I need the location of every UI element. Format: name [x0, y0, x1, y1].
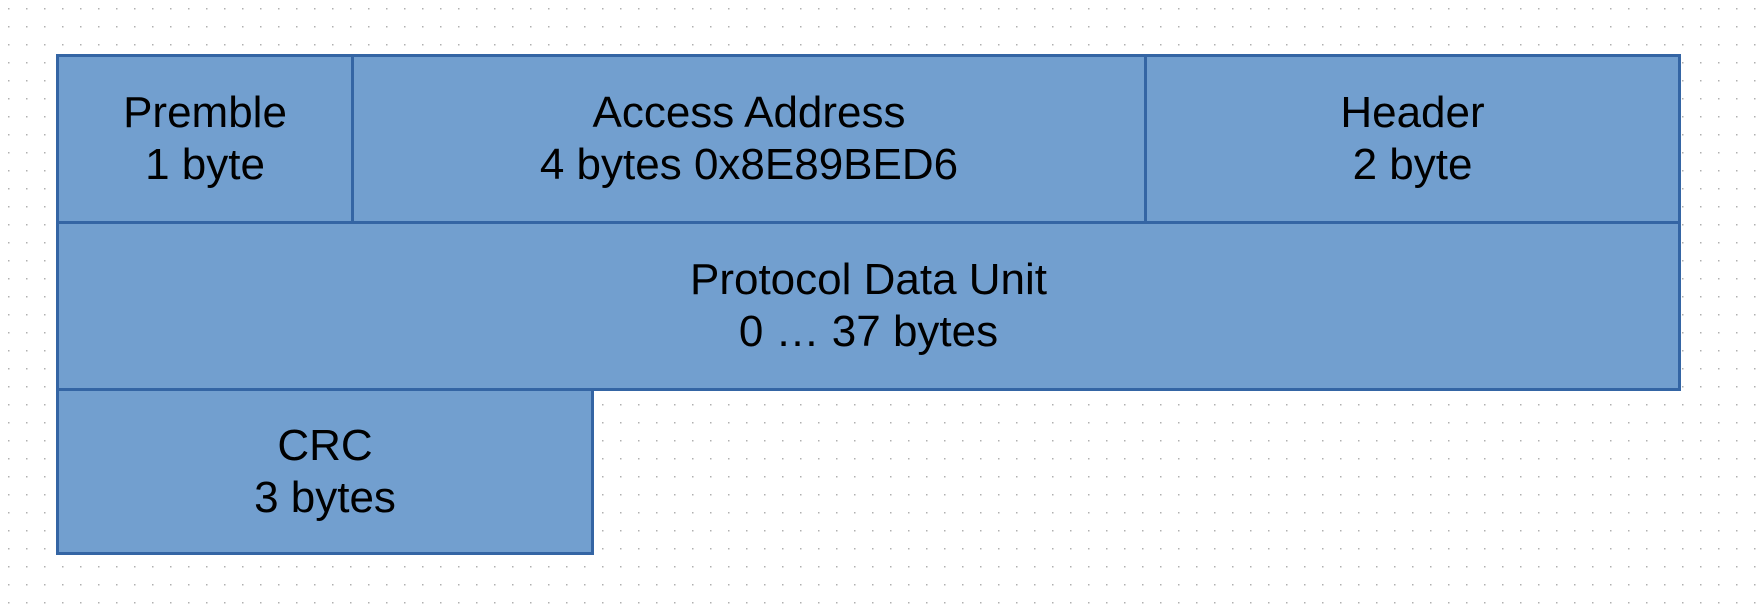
- field-header-size: 2 byte: [1352, 140, 1473, 189]
- field-header-name: Header: [1340, 88, 1485, 137]
- field-crc-size: 3 bytes: [254, 472, 396, 522]
- field-crc: CRC 3 bytes: [56, 388, 594, 555]
- field-pdu-name: Protocol Data Unit: [689, 255, 1048, 304]
- field-crc-name: CRC: [277, 420, 373, 470]
- field-premble: Premble 1 byte: [56, 54, 354, 224]
- field-access-address: Access Address 4 bytes 0x8E89BED6: [351, 54, 1147, 224]
- field-premble-name: Premble: [123, 88, 287, 137]
- field-protocol-data-unit: Protocol Data Unit 0 … 37 bytes: [56, 221, 1681, 391]
- field-access-address-name: Access Address: [592, 88, 906, 137]
- field-header: Header 2 byte: [1144, 54, 1681, 224]
- field-pdu-size: 0 … 37 bytes: [738, 307, 999, 356]
- field-access-address-size: 4 bytes 0x8E89BED6: [539, 140, 959, 189]
- field-premble-size: 1 byte: [145, 140, 265, 189]
